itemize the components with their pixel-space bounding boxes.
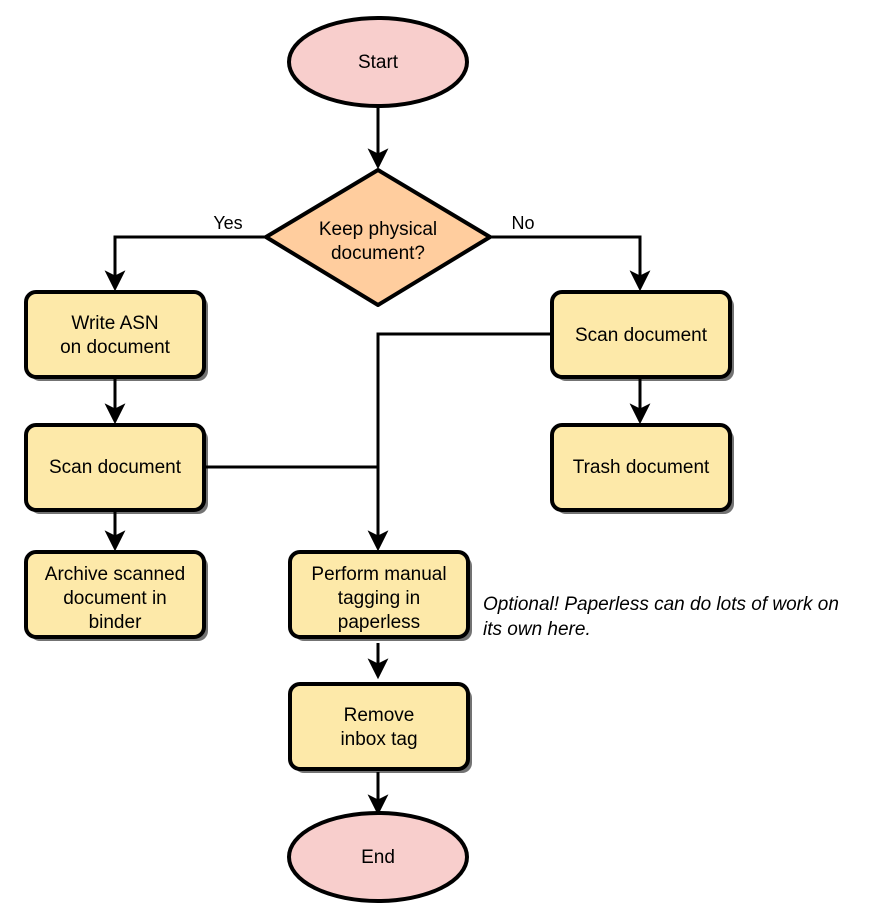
node-trash[interactable]: Trash document — [550, 423, 734, 514]
node-archive[interactable]: Archive scanned document in binder — [24, 550, 208, 641]
node-scan-left-label: Scan document — [49, 457, 182, 478]
node-tagging-label-line1: Perform manual — [311, 564, 446, 585]
write-asn-box — [24, 290, 206, 379]
node-trash-label: Trash document — [573, 457, 710, 478]
edge-scan-right-to-tagging — [367, 332, 552, 552]
node-write-asn[interactable]: Write ASN on document — [24, 290, 208, 381]
node-tagging-label-line2: tagging in — [338, 588, 420, 609]
node-archive-label-line3: binder — [89, 612, 142, 633]
node-end[interactable]: End — [287, 811, 469, 903]
scan-right-box — [550, 290, 732, 379]
edge-label-yes: Yes — [213, 213, 242, 233]
node-scan-right-label: Scan document — [575, 325, 708, 346]
optional-note: Optional! Paperless can do lots of work … — [483, 594, 839, 640]
node-decision[interactable]: Keep physical document? — [264, 168, 492, 307]
node-archive-label-line2: document in — [63, 588, 167, 609]
edge-decision-yes-to-write-asn — [104, 235, 265, 292]
end-ellipse — [287, 811, 469, 903]
node-remove-tag-label-line2: inbox tag — [340, 729, 417, 750]
node-remove-tag[interactable]: Remove inbox tag — [288, 682, 472, 773]
node-scan-right[interactable]: Scan document — [550, 290, 734, 381]
edge-label-no: No — [511, 213, 534, 233]
edge-decision-no-to-scan-right — [491, 235, 651, 292]
node-scan-left[interactable]: Scan document — [24, 423, 208, 514]
node-write-asn-label-line1: Write ASN — [71, 313, 158, 334]
optional-note-line1: Optional! Paperless can do lots of work … — [483, 594, 839, 615]
node-start[interactable]: Start — [287, 16, 469, 108]
start-ellipse — [287, 16, 469, 108]
remove-tag-box — [288, 682, 470, 771]
trash-box — [550, 423, 732, 512]
node-start-label: Start — [358, 52, 399, 73]
node-write-asn-label-line2: on document — [60, 337, 171, 358]
tagging-box — [288, 550, 470, 639]
decision-diamond — [264, 168, 492, 307]
optional-note-line2: its own here. — [483, 619, 591, 640]
node-decision-label-line2: document? — [331, 243, 425, 264]
node-tagging[interactable]: Perform manual tagging in paperless — [288, 550, 472, 641]
scan-left-box — [24, 423, 206, 512]
archive-box — [24, 550, 206, 639]
node-remove-tag-label-line1: Remove — [344, 705, 415, 726]
node-tagging-label-line3: paperless — [338, 612, 420, 633]
node-archive-label-line1: Archive scanned — [45, 564, 185, 585]
node-decision-label-line1: Keep physical — [319, 219, 437, 240]
node-end-label: End — [361, 847, 395, 868]
